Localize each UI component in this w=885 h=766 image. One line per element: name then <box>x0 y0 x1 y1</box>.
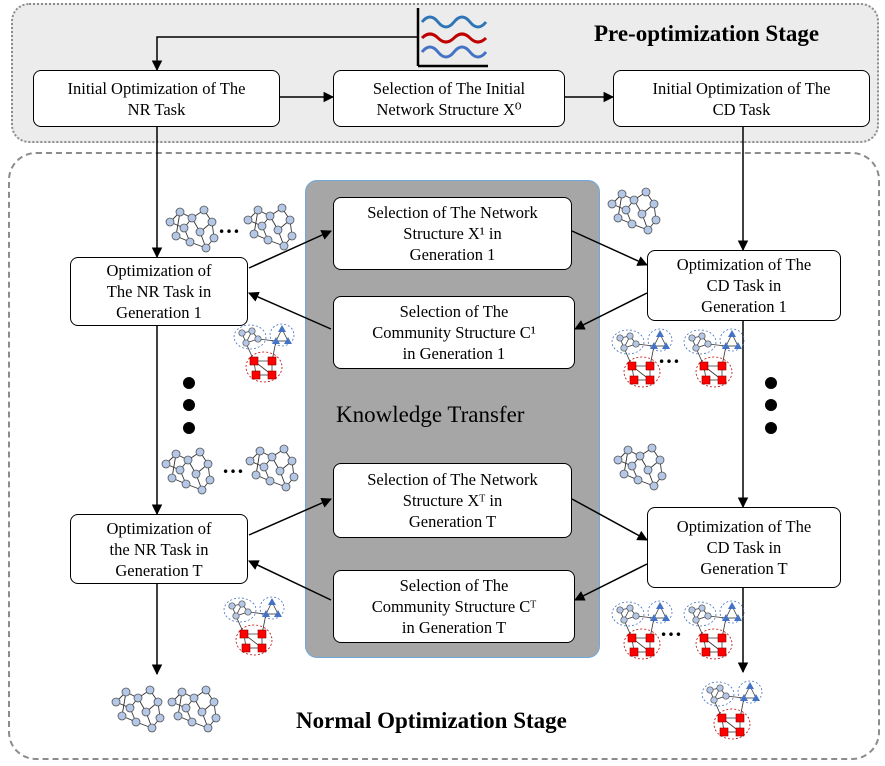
net-gen1-line-1: Selection of The Network <box>367 203 538 222</box>
cd-optimization-generation-t-box: Optimization of The CD Task in Generatio… <box>647 507 841 588</box>
nr-gen1-line-1: Optimization of <box>106 261 212 280</box>
nr-optimization-generation-1-box: Optimization of The NR Task in Generatio… <box>70 257 248 326</box>
initial-nr-optimization-box: Initial Optimization of The NR Task <box>33 70 280 127</box>
com-gen1-line-3: in Generation 1 <box>402 344 506 363</box>
svg-text:…: … <box>218 213 240 238</box>
com-gent-line-3: in Generation T <box>401 618 507 637</box>
svg-text:…: … <box>222 453 244 478</box>
com-gent-line-2: Community Structure Cᵀ <box>371 597 537 616</box>
initial-cd-line-1: Initial Optimization of The <box>652 78 831 98</box>
community-selection-generation-t-box: Selection of The Community Structure Cᵀ … <box>333 570 575 643</box>
cd-gent-line-2: CD Task in <box>706 538 782 557</box>
normal-optimization-stage-title: Normal Optimization Stage <box>296 708 567 733</box>
net-gen1-line-3: Generation 1 <box>409 245 496 264</box>
nr-gen1-line-2: The NR Task in <box>106 282 212 301</box>
initial-network-line-1: Selection of The Initial <box>372 78 526 98</box>
net-gent-line-3: Generation T <box>408 512 497 531</box>
network-selection-generation-1-box: Selection of The Network Structure X¹ in… <box>333 197 572 270</box>
svg-text:…: … <box>660 616 682 641</box>
initial-nr-line-2: NR Task <box>127 99 186 119</box>
net-gent-line-1: Selection of The Network <box>367 470 538 489</box>
wave-chart-icon <box>416 8 488 68</box>
community-selection-generation-1-box: Selection of The Community Structure C¹ … <box>333 296 575 369</box>
cd-gen1-line-2: CD Task in <box>706 276 782 295</box>
net-gen1-line-2: Structure X¹ in <box>403 224 502 243</box>
cd-gent-line-3: Generation T <box>700 559 788 578</box>
cd-gent-line-1: Optimization of The <box>676 517 812 536</box>
cd-gen1-line-3: Generation 1 <box>701 297 787 316</box>
initial-network-selection-box: Selection of The Initial Network Structu… <box>333 70 565 127</box>
cd-optimization-generation-1-box: Optimization of The CD Task in Generatio… <box>647 250 841 321</box>
nr-optimization-generation-t-box: Optimization of the NR Task in Generatio… <box>70 514 248 584</box>
cd-gen1-line-1: Optimization of The <box>676 255 812 274</box>
com-gen1-line-1: Selection of The <box>399 302 509 321</box>
initial-cd-optimization-box: Initial Optimization of The CD Task <box>613 70 870 127</box>
pre-optimization-stage-title: Pre-optimization Stage <box>594 21 820 46</box>
svg-text:…: … <box>658 343 680 368</box>
nr-gent-line-2: the NR Task in <box>109 539 209 559</box>
nr-gent-line-3: Generation T <box>115 560 203 580</box>
knowledge-transfer-label: Knowledge Transfer <box>336 402 525 427</box>
nr-gen1-line-3: Generation 1 <box>116 303 202 322</box>
initial-network-line-2: Network Structure X⁰ <box>376 99 522 119</box>
network-selection-generation-t-box: Selection of The Network Structure Xᵀ in… <box>333 463 572 538</box>
initial-nr-line-1: Initial Optimization of The <box>67 78 246 98</box>
normal-optimization-panel <box>8 152 880 760</box>
net-gent-line-2: Structure Xᵀ in <box>402 491 503 510</box>
com-gen1-line-2: Community Structure C¹ <box>372 323 536 342</box>
com-gent-line-1: Selection of The <box>399 576 509 595</box>
initial-cd-line-2: CD Task <box>712 99 771 119</box>
nr-gent-line-1: Optimization of <box>106 518 212 538</box>
